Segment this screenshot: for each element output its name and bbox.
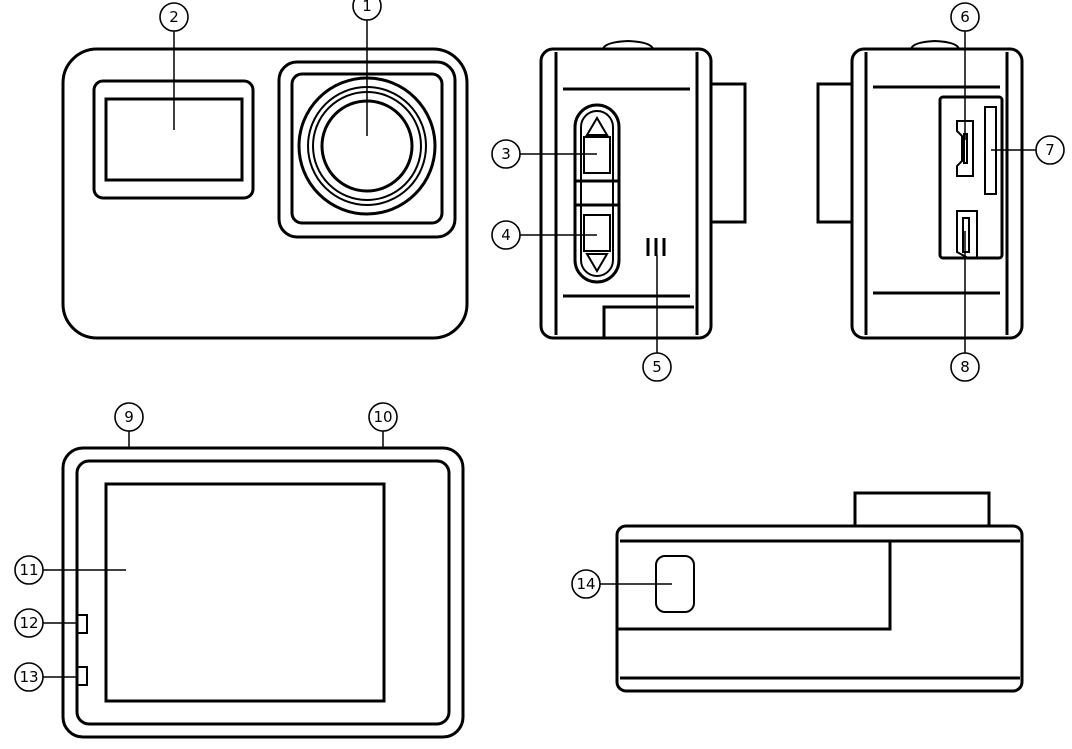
callout-14: 14 <box>571 569 601 599</box>
callout-label-6: 6 <box>960 8 970 26</box>
leader-lines <box>43 18 1036 678</box>
callout-label-10: 10 <box>373 408 392 426</box>
micro-usb-port[interactable] <box>956 120 974 177</box>
callout-7: 7 <box>1035 135 1065 165</box>
callout-2: 2 <box>159 2 189 32</box>
callout-11: 11 <box>14 555 44 585</box>
battery-door <box>602 305 694 337</box>
back-view <box>61 446 465 739</box>
callout-1: 1 <box>352 0 382 21</box>
callout-label-8: 8 <box>960 358 970 376</box>
left-side-view <box>539 39 747 340</box>
callout-label-14: 14 <box>576 575 595 593</box>
callout-6: 6 <box>950 2 980 32</box>
callout-label-7: 7 <box>1045 141 1055 159</box>
micro-hdmi-port[interactable] <box>956 210 978 259</box>
back-touchscreen[interactable] <box>104 482 386 703</box>
callout-label-2: 2 <box>169 8 179 26</box>
callout-label-3: 3 <box>501 145 511 163</box>
callout-label-4: 4 <box>501 226 511 244</box>
callout-label-13: 13 <box>19 668 38 686</box>
down-arrow-icon <box>585 253 609 273</box>
back-body <box>61 446 465 739</box>
micro-hdmi-pin <box>962 217 970 253</box>
up-button[interactable] <box>583 136 611 174</box>
indicator-led-13 <box>76 666 88 686</box>
callout-label-5: 5 <box>652 358 662 376</box>
callout-3: 3 <box>491 139 521 169</box>
callout-label-1: 1 <box>362 0 372 15</box>
right-side-view <box>816 39 1024 340</box>
back-body-inner <box>75 459 451 726</box>
callout-10: 10 <box>368 402 398 432</box>
callout-12: 12 <box>14 608 44 638</box>
top-body <box>615 524 1024 693</box>
left-top-bump <box>602 39 654 50</box>
button-divider <box>573 179 621 207</box>
callout-8: 8 <box>950 352 980 382</box>
callout-label-11: 11 <box>19 561 38 579</box>
top-view <box>615 491 1024 693</box>
right-top-bump <box>910 39 960 50</box>
front-body <box>61 47 469 340</box>
top-lens-block <box>853 491 991 528</box>
down-button[interactable] <box>583 214 611 252</box>
indicator-led-12 <box>76 614 88 634</box>
button-track-inner <box>580 110 614 277</box>
right-side-lens-protrusion <box>816 82 854 224</box>
front-view <box>61 47 469 340</box>
callout-label-12: 12 <box>19 614 38 632</box>
top-panel-outline <box>618 541 892 631</box>
callout-4: 4 <box>491 220 521 250</box>
left-side-lens-protrusion <box>709 82 747 224</box>
callout-5: 5 <box>642 352 672 382</box>
up-arrow-icon <box>585 116 609 136</box>
callout-label-9: 9 <box>124 408 134 426</box>
callout-9: 9 <box>114 402 144 432</box>
right-side-body <box>850 47 1024 340</box>
callout-13: 13 <box>14 662 44 692</box>
